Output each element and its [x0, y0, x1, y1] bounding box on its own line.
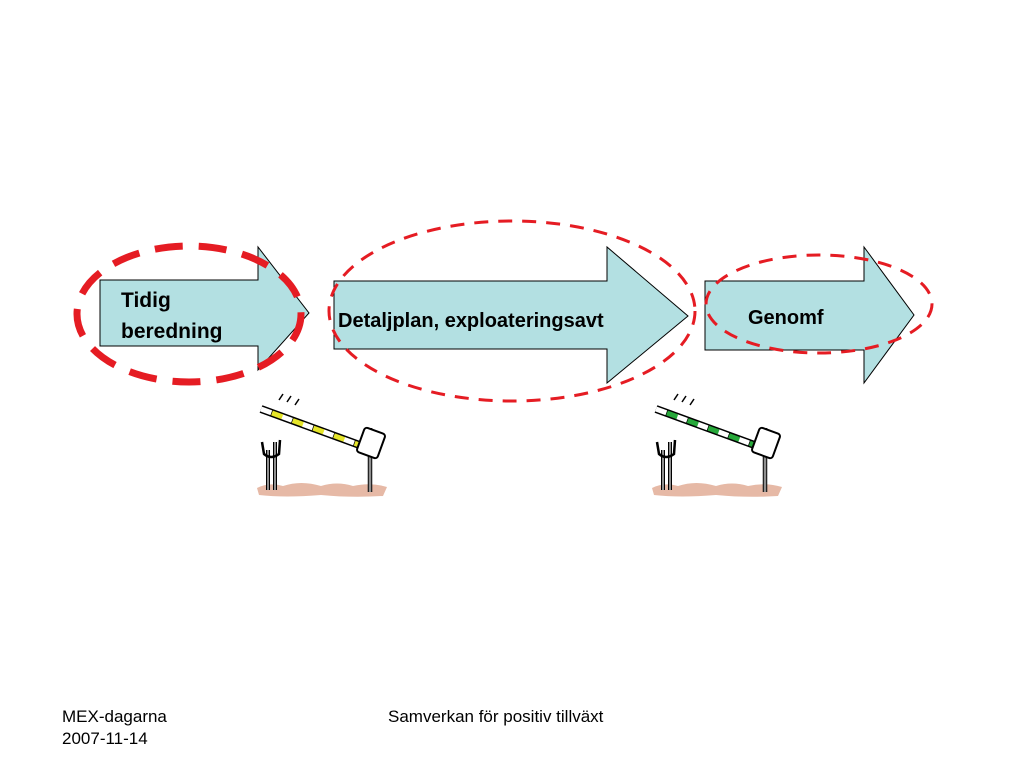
footer-title: Samverkan för positiv tillväxt	[388, 707, 604, 726]
footer-event-name: MEX-dagarna	[62, 707, 167, 726]
arrow-shape	[99, 245, 310, 372]
step-label: Genomf	[748, 307, 824, 329]
footer-date: 2007-11-14	[62, 729, 148, 748]
step-arrow-genomf: Genomf	[704, 245, 915, 385]
highlight-ellipse	[327, 219, 697, 403]
barrier-gate-icon	[257, 393, 387, 497]
step-label-line1: Tidig	[121, 289, 171, 312]
step-arrow-tidig-beredning: Tidig beredning	[99, 245, 310, 372]
highlight-ellipse	[704, 253, 934, 355]
footer-event-info: MEX-dagarna 2007-11-14	[62, 706, 167, 750]
arrow-shape	[704, 245, 915, 385]
step-arrow-detaljplan: Detaljplan, exploateringsavt	[333, 245, 689, 385]
highlight-ellipse-thick	[73, 242, 305, 386]
barrier-gate-icon	[652, 393, 782, 497]
step-label-line2: beredning	[121, 320, 223, 343]
step-label: Detaljplan, exploateringsavt	[338, 310, 604, 332]
arrow-shape	[333, 245, 689, 385]
